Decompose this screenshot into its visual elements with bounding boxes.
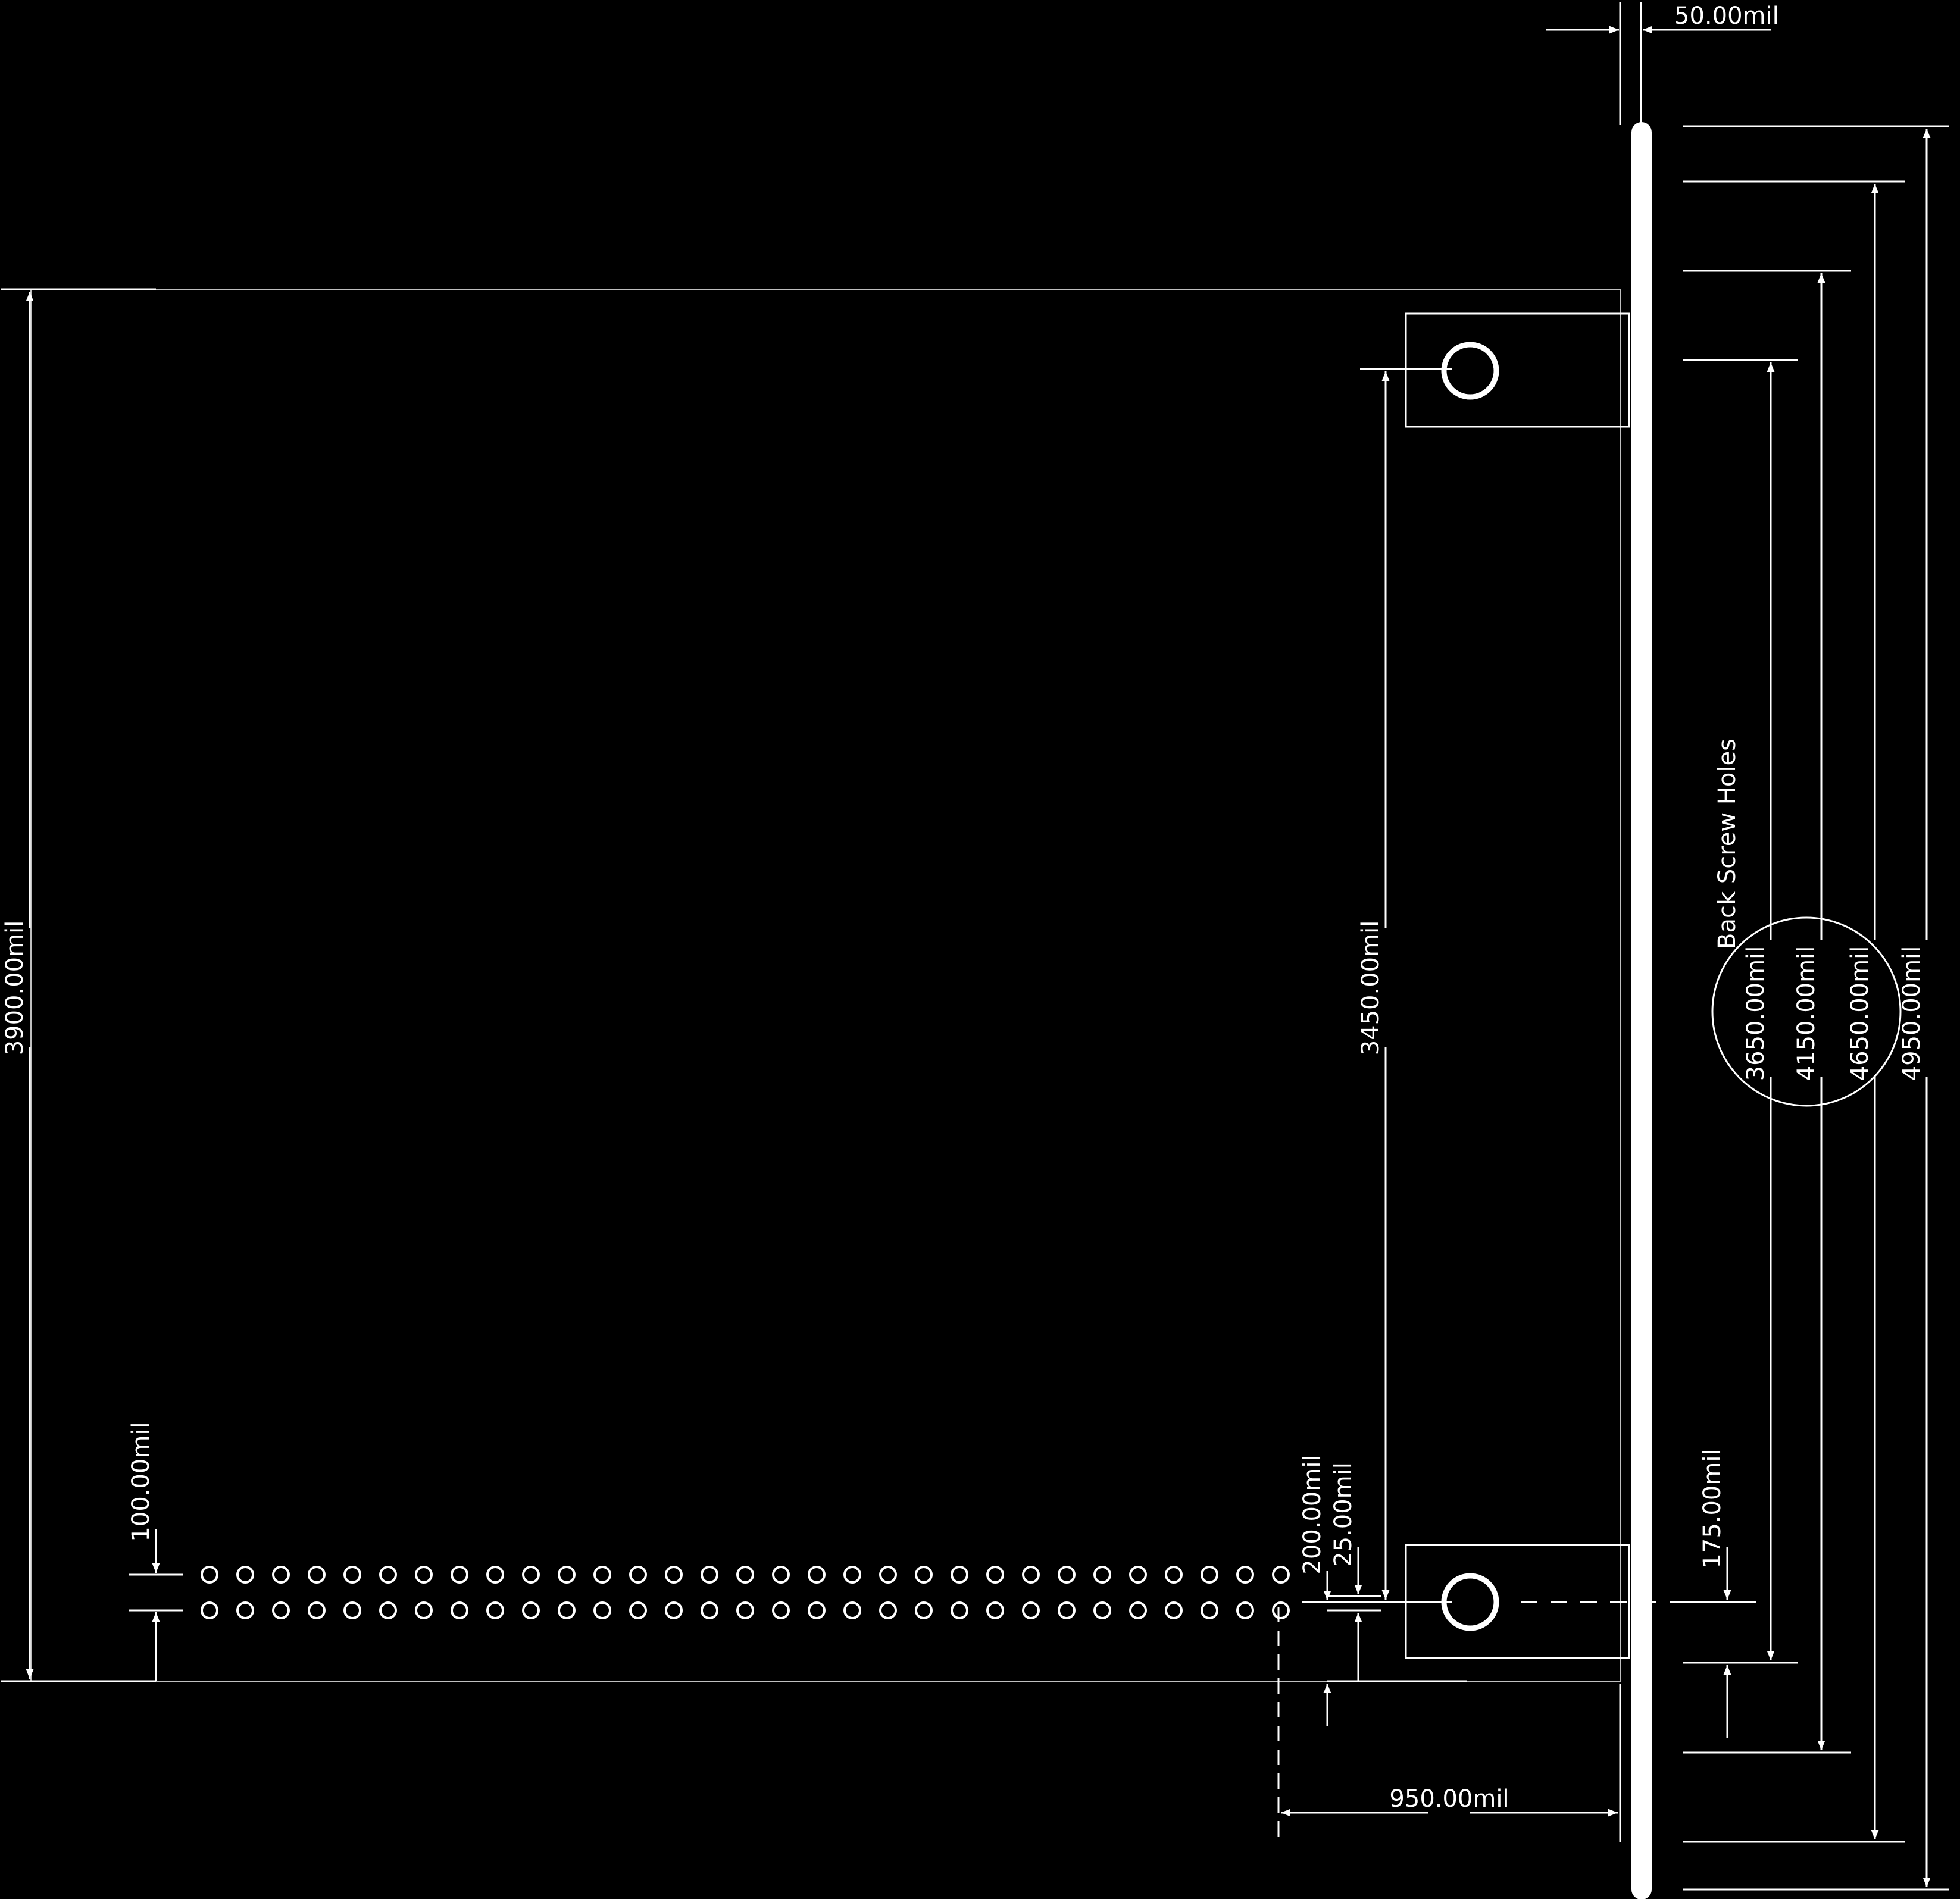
connector-pin [593,1601,611,1619]
connector-pin [415,1601,433,1619]
dim-label-4150mil: 4150.00mil [1793,946,1820,1081]
connector-pin [308,1566,326,1584]
connector-pin [1236,1601,1254,1619]
connector-pin [343,1566,361,1584]
connector-pin [1201,1601,1218,1619]
connector-pin [879,1566,897,1584]
connector-pin [1272,1566,1290,1584]
back-screw-holes-label: Back Screw Holes [1714,739,1741,949]
bottom-bracket [1302,1544,1756,1659]
connector-pin [1129,1601,1147,1619]
connector-pin [951,1566,968,1584]
connector-pin [201,1566,218,1584]
dim-pin-pitch: 100.00mil [127,1422,183,1681]
top-screw-hole [1441,342,1499,400]
connector-pin [1201,1566,1218,1584]
dim-label-200mil: 200.00mil [1299,1454,1326,1574]
connector-pin [558,1566,576,1584]
dim-label-25mil: 25.00mil [1330,1462,1357,1567]
connector-pin [593,1566,611,1584]
connector-pin [1022,1601,1040,1619]
top-bracket [1360,312,1630,428]
connector-pin [1022,1566,1040,1584]
connector-pin [379,1566,397,1584]
connector-pin [701,1566,718,1584]
dim-label-950mil: 950.00mil [1389,1785,1509,1813]
connector-pin [236,1601,254,1619]
connector-pin [986,1601,1004,1619]
connector-pin [236,1566,254,1584]
connector-pin [915,1601,933,1619]
connector-pin [701,1601,718,1619]
connector-pin [1093,1601,1111,1619]
connector-pin [1058,1566,1076,1584]
connector-pin [558,1601,576,1619]
connector-pin [522,1601,540,1619]
dim-screw-hole-stack: 3650.00mil 4150.00mil 4650.00mil 4950.00… [1683,125,1949,1891]
connector-pin [522,1566,540,1584]
dim-label-3450mil: 3450.00mil [1357,921,1384,1056]
connector-pin [1165,1601,1183,1619]
connector-pins [201,1566,1290,1619]
connector-pin [1093,1566,1111,1584]
dim-board-height: 3900.00mil [1,288,156,1682]
dim-label-100mil: 100.00mil [127,1422,155,1541]
connector-pin [986,1566,1004,1584]
dim-bottom-hole-offset: 175.00mil [1683,1449,1798,1738]
connector-pin [272,1566,290,1584]
connector-pin [486,1601,504,1619]
connector-pin [451,1566,468,1584]
connector-pin [415,1566,433,1584]
connector-pin [629,1566,647,1584]
dim-front-panel-thickness: 50.00mil [1546,2,1779,125]
connector-pin [665,1566,683,1584]
dim-connector-to-panel: 950.00mil [1277,1607,1621,1842]
connector-pin [379,1601,397,1619]
connector-pin [808,1601,826,1619]
connector-pin [1058,1601,1076,1619]
dim-label-50mil: 50.00mil [1674,2,1779,30]
connector-pin [272,1601,290,1619]
connector-pin [308,1601,326,1619]
connector-pin [629,1601,647,1619]
connector-pin [451,1601,468,1619]
dim-label-3650mil: 3650.00mil [1742,946,1770,1081]
connector-pin [1129,1566,1147,1584]
board-outline [30,289,1621,1682]
connector-pin [808,1566,826,1584]
dim-label-4650mil: 4650.00mil [1846,946,1874,1081]
connector-pin [772,1601,790,1619]
connector-pin [772,1566,790,1584]
screw-holes-callout-circle [1711,916,1902,1107]
dim-hole-spacing: 3450.00mil [1357,371,1390,1600]
connector-pin [1272,1601,1290,1619]
connector-pin [665,1601,683,1619]
connector-pin [951,1601,968,1619]
connector-pin [843,1566,861,1584]
connector-pin [879,1601,897,1619]
connector-pin [736,1601,754,1619]
connector-pin [486,1566,504,1584]
connector-pin [915,1566,933,1584]
connector-pin [201,1601,218,1619]
connector-pin [736,1566,754,1584]
dim-label-3900mil: 3900.00mil [1,921,29,1056]
connector-pin [843,1601,861,1619]
dim-label-175mil: 175.00mil [1699,1449,1726,1568]
dim-label-4950mil: 4950.00mil [1898,946,1925,1081]
connector-pin [343,1601,361,1619]
connector-pin [1236,1566,1254,1584]
connector-pin [1165,1566,1183,1584]
dim-hole-offsets: 200.00mil 25.00mil [1299,1454,1467,1726]
